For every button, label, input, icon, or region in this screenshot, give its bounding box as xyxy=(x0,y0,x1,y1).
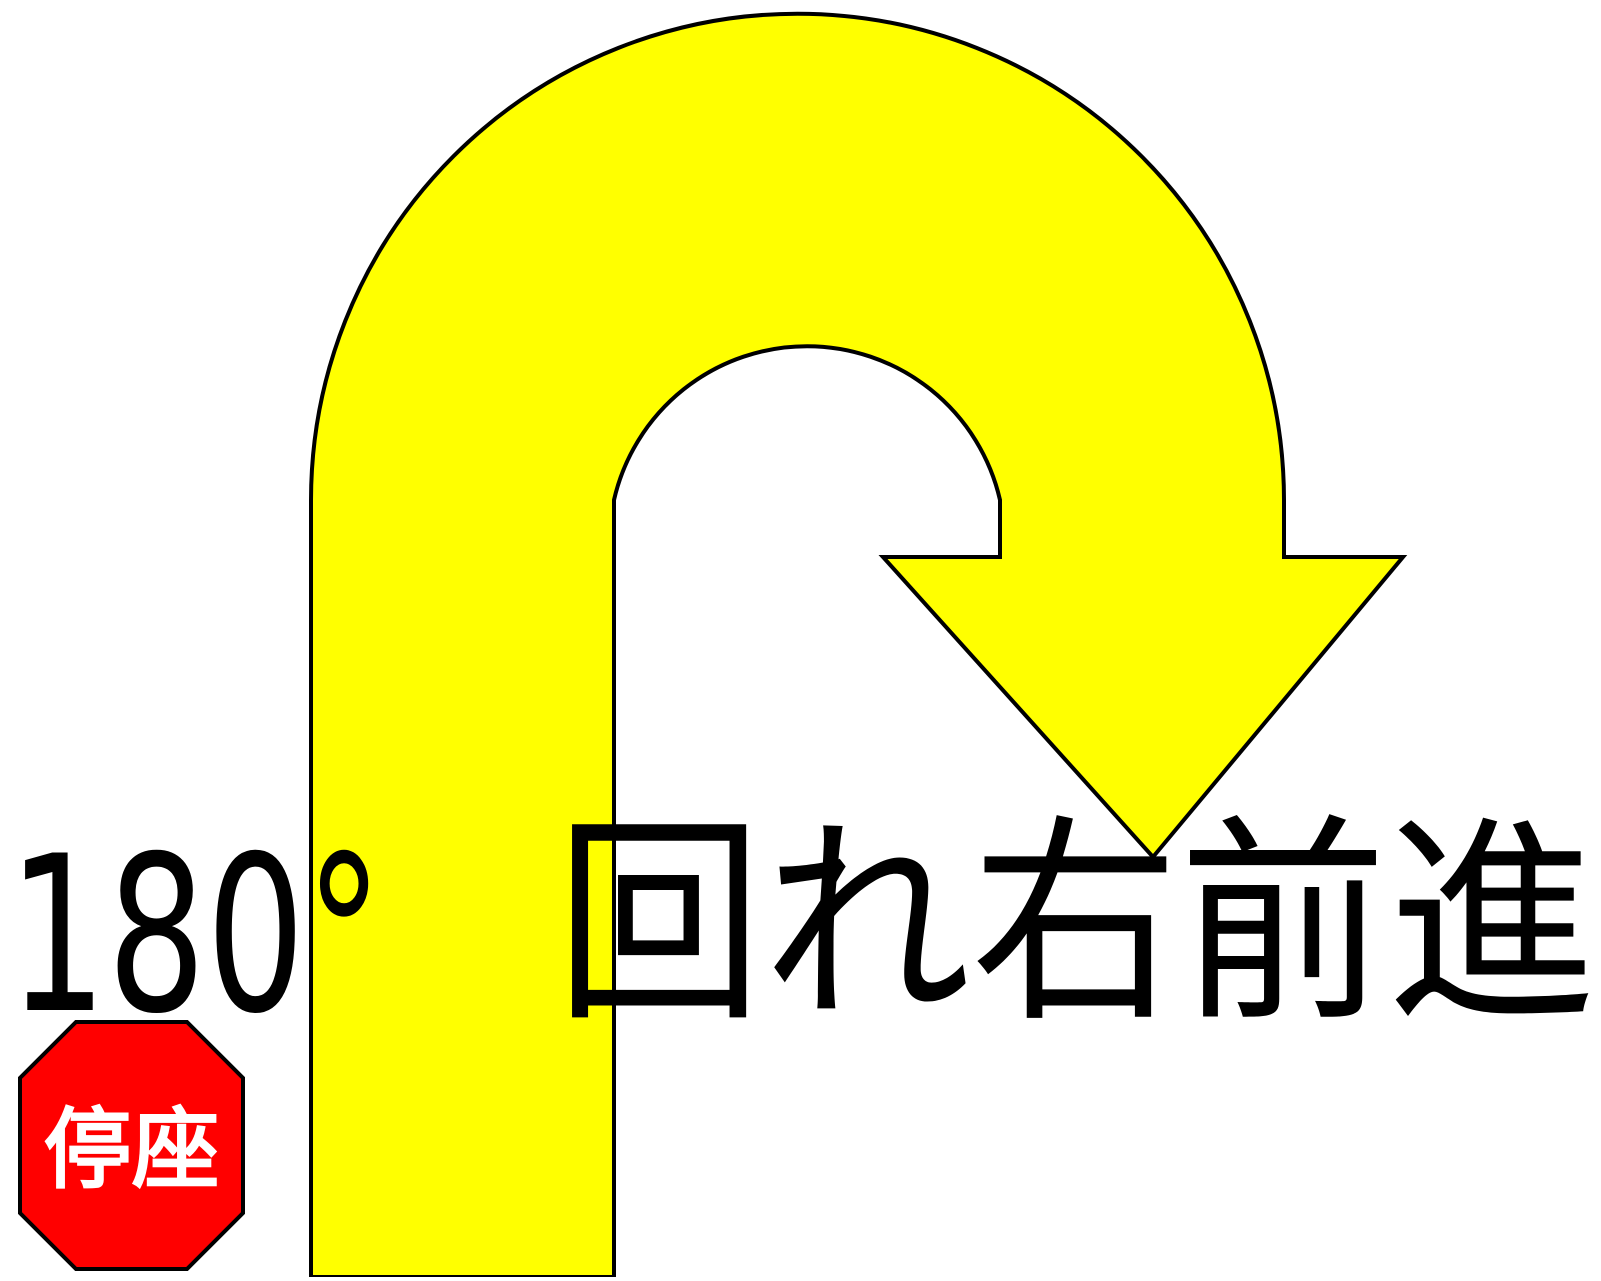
instruction-label: 回れ右前進 xyxy=(555,796,1595,1052)
u-turn-right-arrow-icon xyxy=(309,11,1408,1279)
stop-badge-label: 停座 xyxy=(43,1098,219,1201)
stop-badge-shape xyxy=(18,1020,245,1271)
stop-octagon-icon: 停座 xyxy=(18,1020,245,1271)
angle-label: 180° xyxy=(8,810,383,1061)
